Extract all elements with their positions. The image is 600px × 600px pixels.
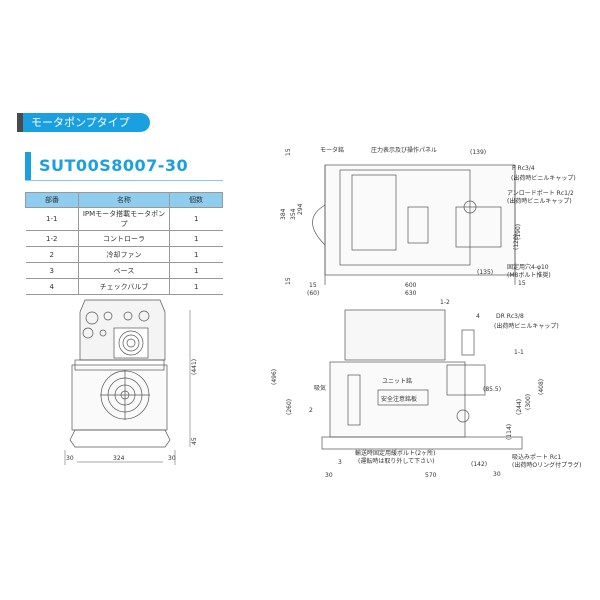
dim-244: (244) — [516, 399, 523, 415]
dim-630: 630 — [405, 290, 417, 297]
label-dr-port: DR Rc3/8 — [496, 313, 524, 320]
model-name: SUT00S8007-30 — [39, 156, 189, 175]
banner-accent — [17, 113, 23, 132]
label-suction-note: (出荷時Oリング付プラグ) — [512, 461, 581, 469]
dim-114: (114) — [506, 424, 513, 440]
dim-142: (142) — [471, 461, 487, 468]
label-safety: 安全注意銘板 — [381, 395, 417, 403]
dim-120: (120) — [513, 234, 520, 250]
dim-354: 354 — [290, 208, 297, 220]
label-p-port: P Rc3/4 — [512, 165, 535, 172]
dim-front-height: (441) — [191, 359, 198, 375]
callout-1-1: 1-1 — [514, 349, 524, 356]
label-unload-note: (出荷時ビニルキャップ) — [507, 197, 572, 205]
dim-190: (190) — [515, 224, 522, 240]
label-fix-hole: 固定用穴4-φ10 — [507, 263, 549, 271]
label-unit: ユニット銘 — [382, 377, 412, 385]
model-accent — [25, 152, 31, 180]
callout-2: 2 — [309, 407, 313, 414]
label-suction: 吸込みポート Rc1 — [512, 453, 561, 461]
cell-name: IPMモータ搭載モータポンプ — [78, 207, 170, 231]
dim-15-top: 15 — [285, 148, 292, 156]
cell-qty: 1 — [169, 278, 223, 295]
col-qty: 個数 — [169, 192, 223, 208]
dim-384: 384 — [280, 208, 287, 220]
banner-label: モータポンプタイプ — [23, 113, 150, 132]
dim-15-left: 15 — [309, 282, 317, 289]
label-bolt-note: (運転時は取り外して下さい) — [358, 457, 435, 465]
cell-no: 4 — [25, 278, 79, 295]
dim-139: (139) — [470, 149, 486, 156]
dim-294: 294 — [297, 203, 304, 215]
dim-60: (60) — [307, 290, 319, 297]
cell-name: チェックバルブ — [78, 278, 170, 295]
label-bolt: 輸送時固定用緩ボルト(2ヶ所) — [355, 449, 436, 457]
callout-4: 4 — [476, 313, 480, 320]
label-dr-note: (出荷時ビニルキャップ) — [494, 322, 559, 330]
dim-300: (300) — [525, 394, 532, 410]
label-panel: 圧力表示及び操作パネル — [371, 146, 437, 154]
side-view-drawing — [321, 309, 523, 450]
label-unload-port: アンロードポート Rc1/2 — [507, 189, 574, 197]
dim-408: (408) — [538, 379, 545, 395]
label-p-port-note: (出荷時ビニルキャップ) — [511, 174, 576, 182]
dim-30-right: 30 — [493, 471, 501, 478]
callout-1-2: 1-2 — [440, 299, 450, 306]
dim-front-left: 30 — [66, 455, 74, 462]
dim-135: (135) — [477, 269, 493, 276]
label-fix-hole-note: (M8ボルト推奨) — [507, 271, 551, 279]
front-view-drawing — [64, 299, 191, 465]
dim-85-5: (85.5) — [483, 386, 501, 393]
dim-15-bottom: 15 — [285, 277, 292, 285]
label-motor-frame: モータ銘 — [320, 146, 344, 154]
dim-30-left: 30 — [325, 472, 333, 479]
dim-570: 570 — [425, 472, 437, 479]
dim-front-width: 324 — [113, 455, 125, 462]
model-heading: SUT00S8007-30 — [25, 150, 223, 181]
dim-15-right: 15 — [518, 280, 526, 287]
dim-496: (496) — [271, 369, 278, 385]
dim-front-right: 30 — [168, 455, 176, 462]
label-intake: 吸気 — [314, 384, 326, 392]
dim-front-base: 45 — [191, 437, 198, 445]
dim-600: 600 — [405, 282, 417, 289]
top-view-drawing — [312, 164, 516, 285]
callout-3: 3 — [338, 459, 342, 466]
dim-260: (260) — [286, 399, 293, 415]
section-banner: モータポンプタイプ — [17, 113, 150, 132]
